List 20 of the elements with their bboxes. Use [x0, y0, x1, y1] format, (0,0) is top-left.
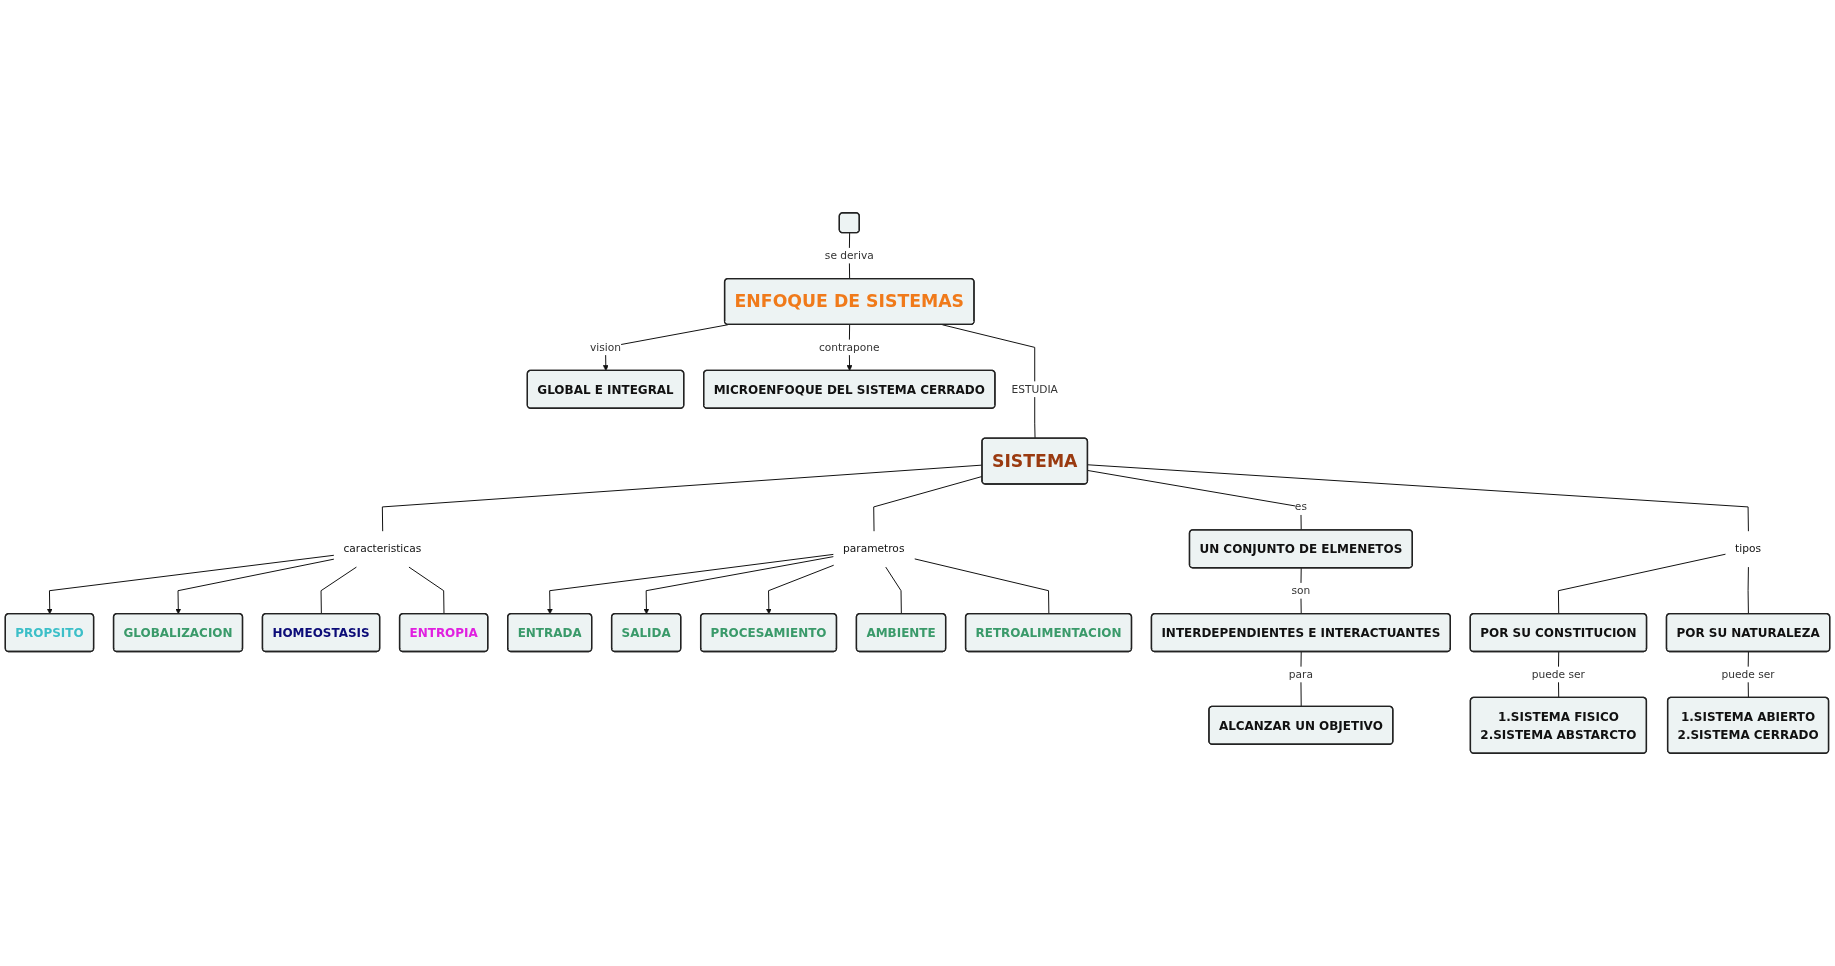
connector: [1087, 470, 1302, 531]
edge-label: se deriva: [824, 248, 874, 262]
connector: [885, 566, 902, 615]
connector: [408, 566, 445, 615]
edge-label: son: [1291, 584, 1311, 597]
connector: [1087, 464, 1749, 532]
node-text: parametros: [843, 542, 905, 555]
edge-label: para: [1288, 667, 1313, 681]
connector: [320, 566, 357, 615]
edge-label: es: [1294, 500, 1307, 513]
edge-label: puede ser: [1721, 667, 1775, 681]
node-text: tipos: [1735, 542, 1762, 555]
connector: [914, 558, 1050, 615]
connector: [1557, 553, 1726, 615]
edge-label: ESTUDIA: [1011, 382, 1058, 396]
connector: [1747, 566, 1749, 615]
edge-label: contrapone: [818, 340, 880, 354]
edge-label: puede ser: [1531, 667, 1585, 681]
node-text: caracteristicas: [343, 542, 422, 555]
edge-label: vision: [590, 340, 622, 354]
